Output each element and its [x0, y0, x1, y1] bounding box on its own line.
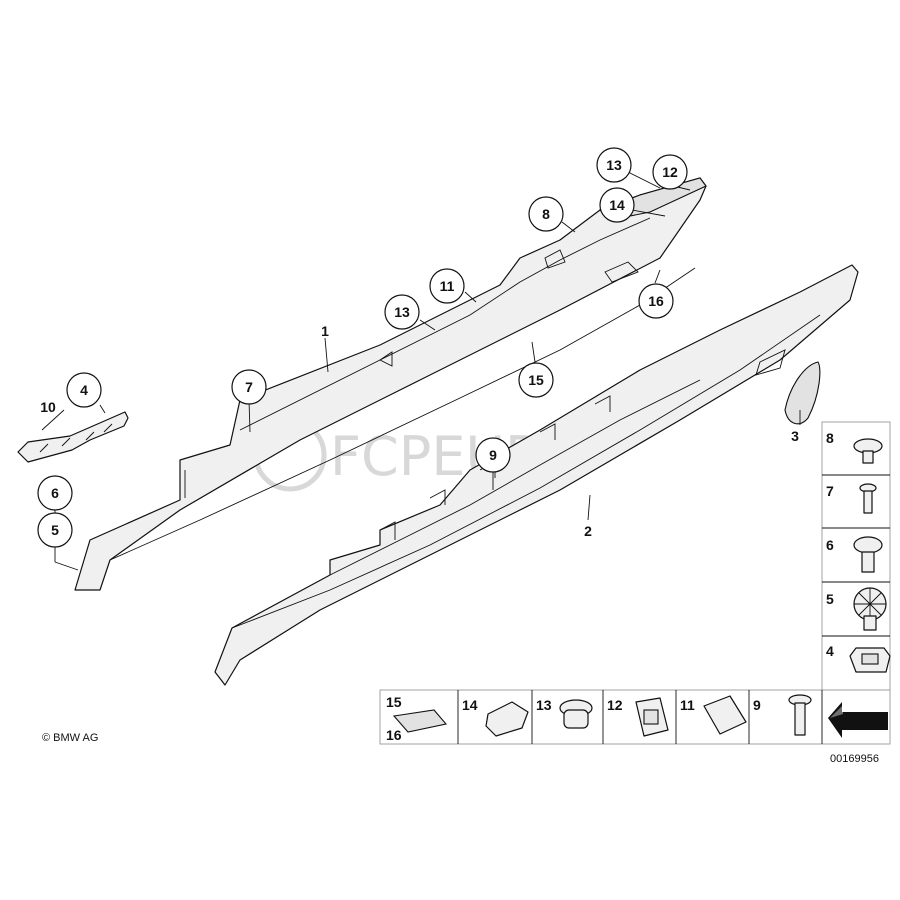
- svg-text:5: 5: [826, 591, 834, 607]
- svg-text:13: 13: [606, 157, 622, 173]
- legend-right: 8 7 6 5 4: [821, 421, 891, 691]
- svg-text:14: 14: [609, 197, 625, 213]
- callout-13-top: 13: [596, 147, 632, 183]
- callout-12: 12: [652, 154, 688, 190]
- svg-text:2: 2: [584, 523, 592, 539]
- svg-text:7: 7: [826, 483, 834, 499]
- svg-text:5: 5: [51, 522, 59, 538]
- svg-text:6: 6: [826, 537, 834, 553]
- clip-6-icon: [853, 536, 883, 573]
- callout-5: 5: [37, 512, 73, 548]
- callouts: 13 12 14 8 16 11 13 1 15 7 4 10 9 3 6 5 …: [37, 147, 799, 548]
- svg-text:13: 13: [394, 304, 410, 320]
- svg-text:11: 11: [680, 697, 695, 713]
- svg-text:15: 15: [528, 372, 544, 388]
- callout-3: 3: [791, 428, 799, 444]
- svg-text:12: 12: [607, 697, 623, 713]
- copyright-label: © BMW AG: [42, 732, 98, 744]
- legend-bottom: 15 16 14 13 12 11 9: [379, 689, 891, 745]
- reflector: [784, 361, 821, 425]
- callout-8: 8: [528, 196, 564, 232]
- svg-text:16: 16: [648, 293, 664, 309]
- side-skirt-lower: [214, 264, 859, 686]
- clip-7-icon: [859, 483, 877, 514]
- callout-13-mid: 13: [384, 294, 420, 330]
- callout-9: 9: [475, 437, 511, 473]
- callout-10: 10: [40, 399, 56, 415]
- svg-text:7: 7: [245, 379, 253, 395]
- svg-text:9: 9: [489, 447, 497, 463]
- clip-11-icon: [703, 695, 747, 735]
- clip-12-icon: [635, 697, 669, 737]
- svg-text:6: 6: [51, 485, 59, 501]
- svg-text:9: 9: [753, 697, 761, 713]
- svg-text:1: 1: [321, 323, 329, 339]
- clip-strip: [17, 411, 129, 463]
- diagram-number: 00169956: [830, 753, 879, 765]
- callout-14: 14: [599, 187, 635, 223]
- clip-4-icon: [849, 647, 891, 673]
- foam-pad-icon: [392, 709, 448, 733]
- callout-16: 16: [638, 283, 674, 319]
- clip-5-icon: [853, 587, 887, 631]
- clip-14-icon: [485, 701, 529, 737]
- svg-text:11: 11: [440, 278, 455, 294]
- svg-text:15: 15: [386, 694, 402, 710]
- grommet-13-icon: [559, 699, 593, 729]
- svg-text:4: 4: [80, 382, 88, 398]
- callout-6: 6: [37, 475, 73, 511]
- svg-text:10: 10: [40, 399, 56, 415]
- callout-1: 1: [321, 323, 329, 339]
- svg-text:14: 14: [462, 697, 478, 713]
- svg-text:8: 8: [826, 430, 834, 446]
- svg-text:4: 4: [826, 643, 834, 659]
- callout-2: 2: [584, 523, 592, 539]
- callout-7: 7: [231, 369, 267, 405]
- callout-11: 11: [429, 268, 465, 304]
- screw-9-icon: [788, 694, 812, 736]
- callout-15: 15: [518, 362, 554, 398]
- svg-text:12: 12: [662, 164, 678, 180]
- svg-text:13: 13: [536, 697, 552, 713]
- svg-text:16: 16: [386, 727, 402, 743]
- svg-text:8: 8: [542, 206, 550, 222]
- clip-8-icon: [853, 438, 883, 464]
- callout-4: 4: [66, 372, 102, 408]
- arrow-icon: [828, 702, 888, 738]
- svg-text:3: 3: [791, 428, 799, 444]
